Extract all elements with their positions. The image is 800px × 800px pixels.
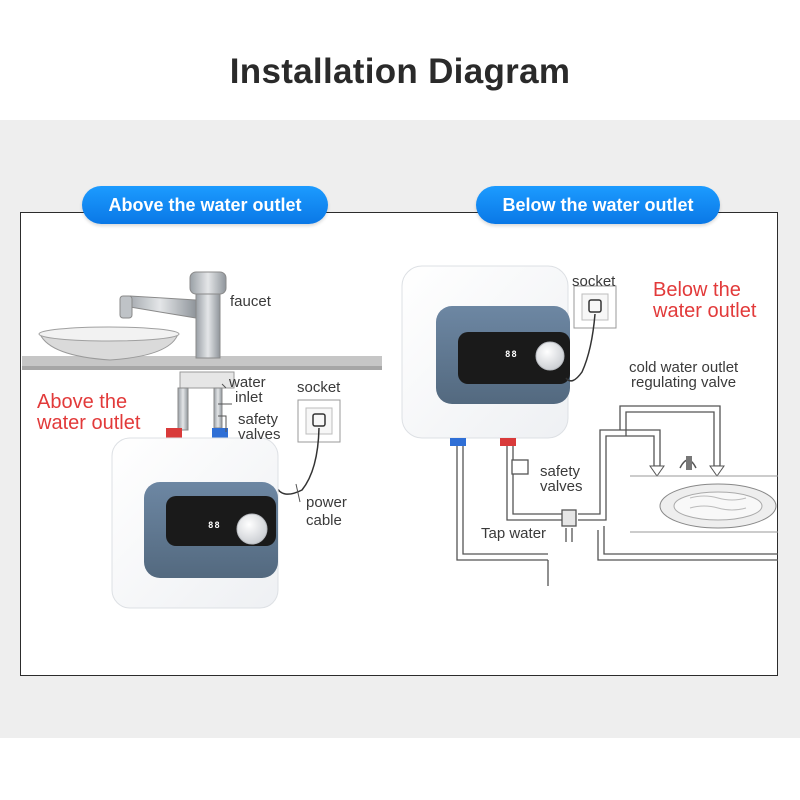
label-cold-water-outlet: cold water outlet bbox=[629, 359, 739, 376]
right-installation bbox=[401, 265, 778, 586]
water-heater-right bbox=[401, 265, 570, 446]
label-regulating-valve: regulating valve bbox=[631, 374, 737, 391]
faucet-fixture bbox=[119, 271, 227, 359]
label-inlet: inlet bbox=[235, 389, 263, 406]
label-water: water bbox=[229, 374, 266, 391]
badge-above-outlet: Above the water outlet bbox=[82, 186, 328, 224]
red-label-above-2: water outlet bbox=[37, 412, 141, 434]
label-faucet: faucet bbox=[230, 293, 271, 310]
heater-display-right: 88 bbox=[505, 350, 518, 360]
label-socket-right: socket bbox=[572, 273, 616, 290]
badge-below-outlet: Below the water outlet bbox=[476, 186, 720, 224]
water-heater-left bbox=[111, 437, 279, 609]
red-label-below-2: water outlet bbox=[653, 300, 757, 322]
page-title: Installation Diagram bbox=[229, 52, 571, 91]
red-label-above-1: Above the bbox=[37, 391, 128, 413]
label-safety-right: safety bbox=[540, 463, 581, 480]
label-valves: valves bbox=[238, 426, 281, 443]
temperature-knob-icon bbox=[535, 341, 565, 371]
power-cable bbox=[565, 313, 596, 382]
label-cable: cable bbox=[306, 512, 342, 529]
red-label-below-1: Below the bbox=[653, 279, 741, 301]
label-safety: safety bbox=[238, 411, 279, 428]
wash-basin bbox=[630, 456, 778, 533]
left-installation bbox=[22, 271, 382, 609]
power-cable bbox=[275, 427, 320, 495]
temperature-knob-icon bbox=[236, 513, 268, 545]
label-tap-water: Tap water bbox=[481, 525, 547, 542]
label-valves-right: valves bbox=[540, 478, 583, 495]
heater-display-left: 88 bbox=[208, 521, 221, 531]
label-socket-left: socket bbox=[297, 379, 341, 396]
label-power: power bbox=[306, 494, 347, 511]
